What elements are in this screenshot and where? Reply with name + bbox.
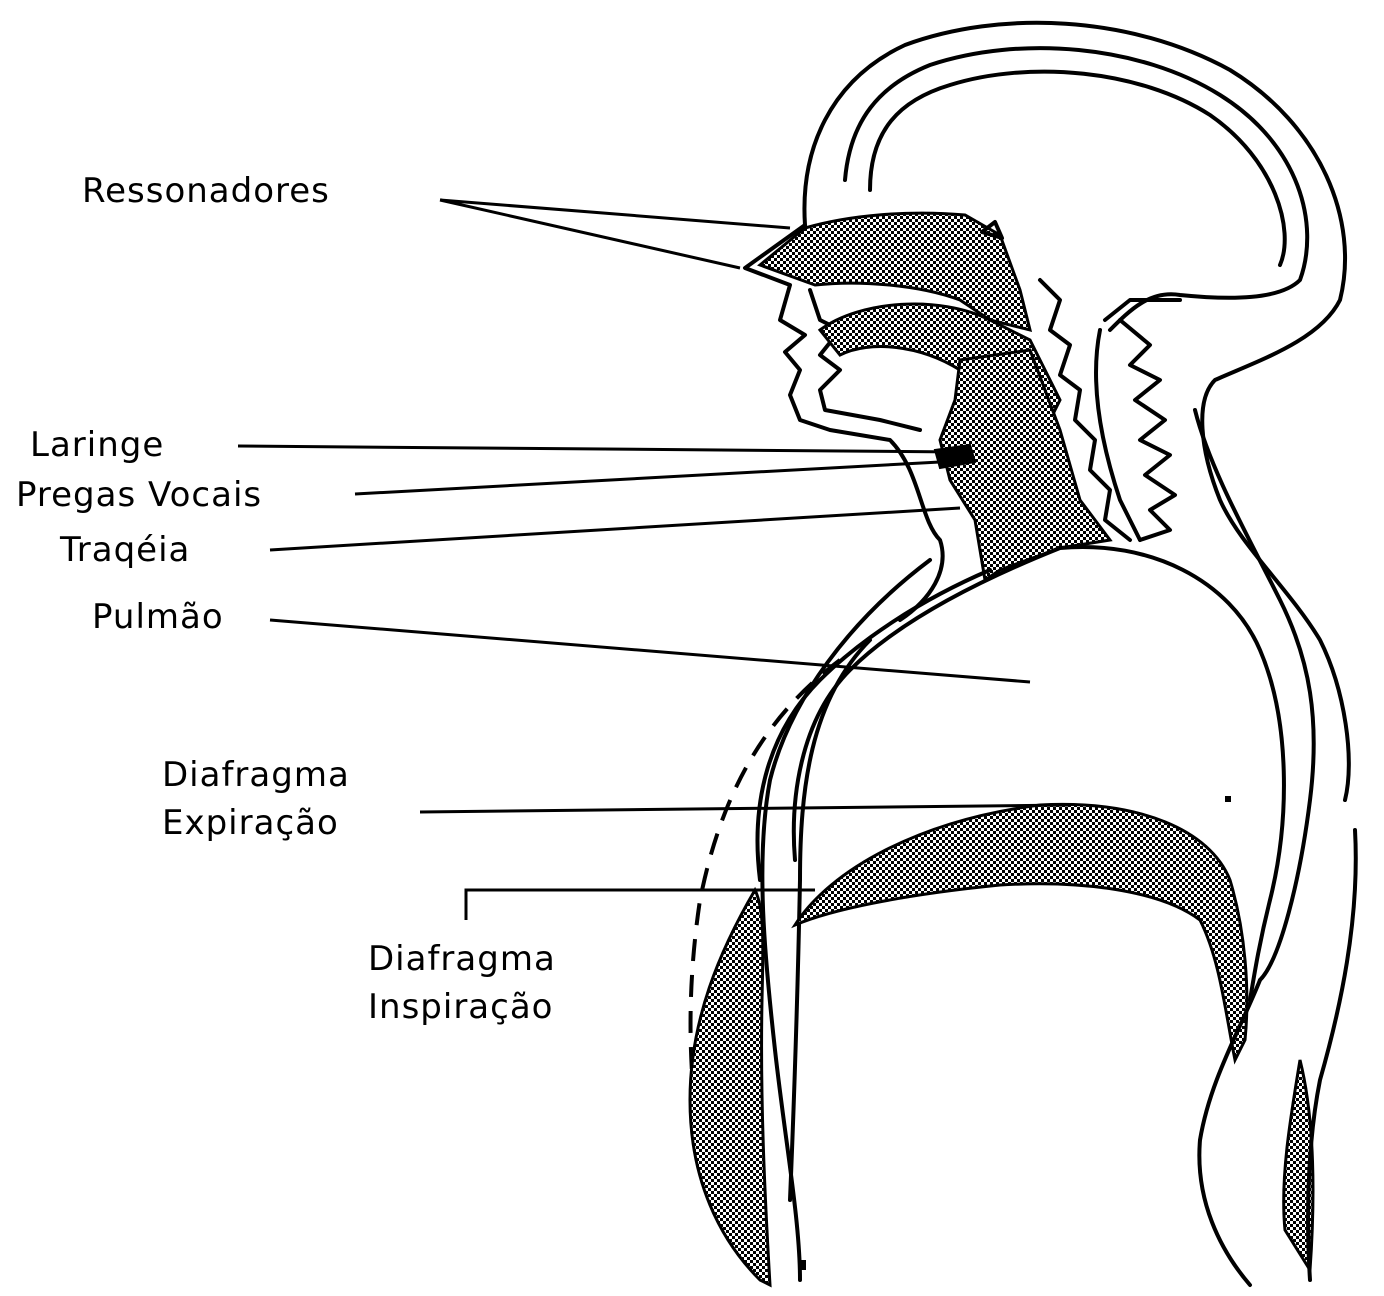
leader-trachea xyxy=(270,508,960,550)
leader-larynx xyxy=(238,446,960,452)
label-diaphragm-expiration-2: Expiração xyxy=(162,806,339,840)
front-abdominal-wall xyxy=(690,890,770,1285)
label-diaphragm-inspiration-2: Inspiração xyxy=(368,990,553,1024)
leader-diaphragm-expiration xyxy=(420,805,1070,812)
back-outer xyxy=(1308,830,1356,1280)
leader-vocal-folds xyxy=(355,462,940,494)
label-vocal-folds: Pregas Vocais xyxy=(16,478,262,512)
leader-lung xyxy=(270,620,1030,682)
label-resonators: Ressonadores xyxy=(82,174,330,208)
label-diaphragm-inspiration-1: Diafragma xyxy=(368,942,556,976)
label-diaphragm-expiration-1: Diafragma xyxy=(162,758,350,792)
label-larynx: Laringe xyxy=(30,428,164,462)
lung-dot-marker xyxy=(1225,796,1231,802)
label-trachea: Traqéia xyxy=(60,533,190,567)
label-lung: Pulmão xyxy=(92,600,224,634)
diaphragm-expiration-dome xyxy=(795,804,1247,1060)
leader-resonators xyxy=(440,200,790,268)
base-dot-marker xyxy=(801,1260,806,1270)
lung-outline xyxy=(1060,547,1284,1000)
